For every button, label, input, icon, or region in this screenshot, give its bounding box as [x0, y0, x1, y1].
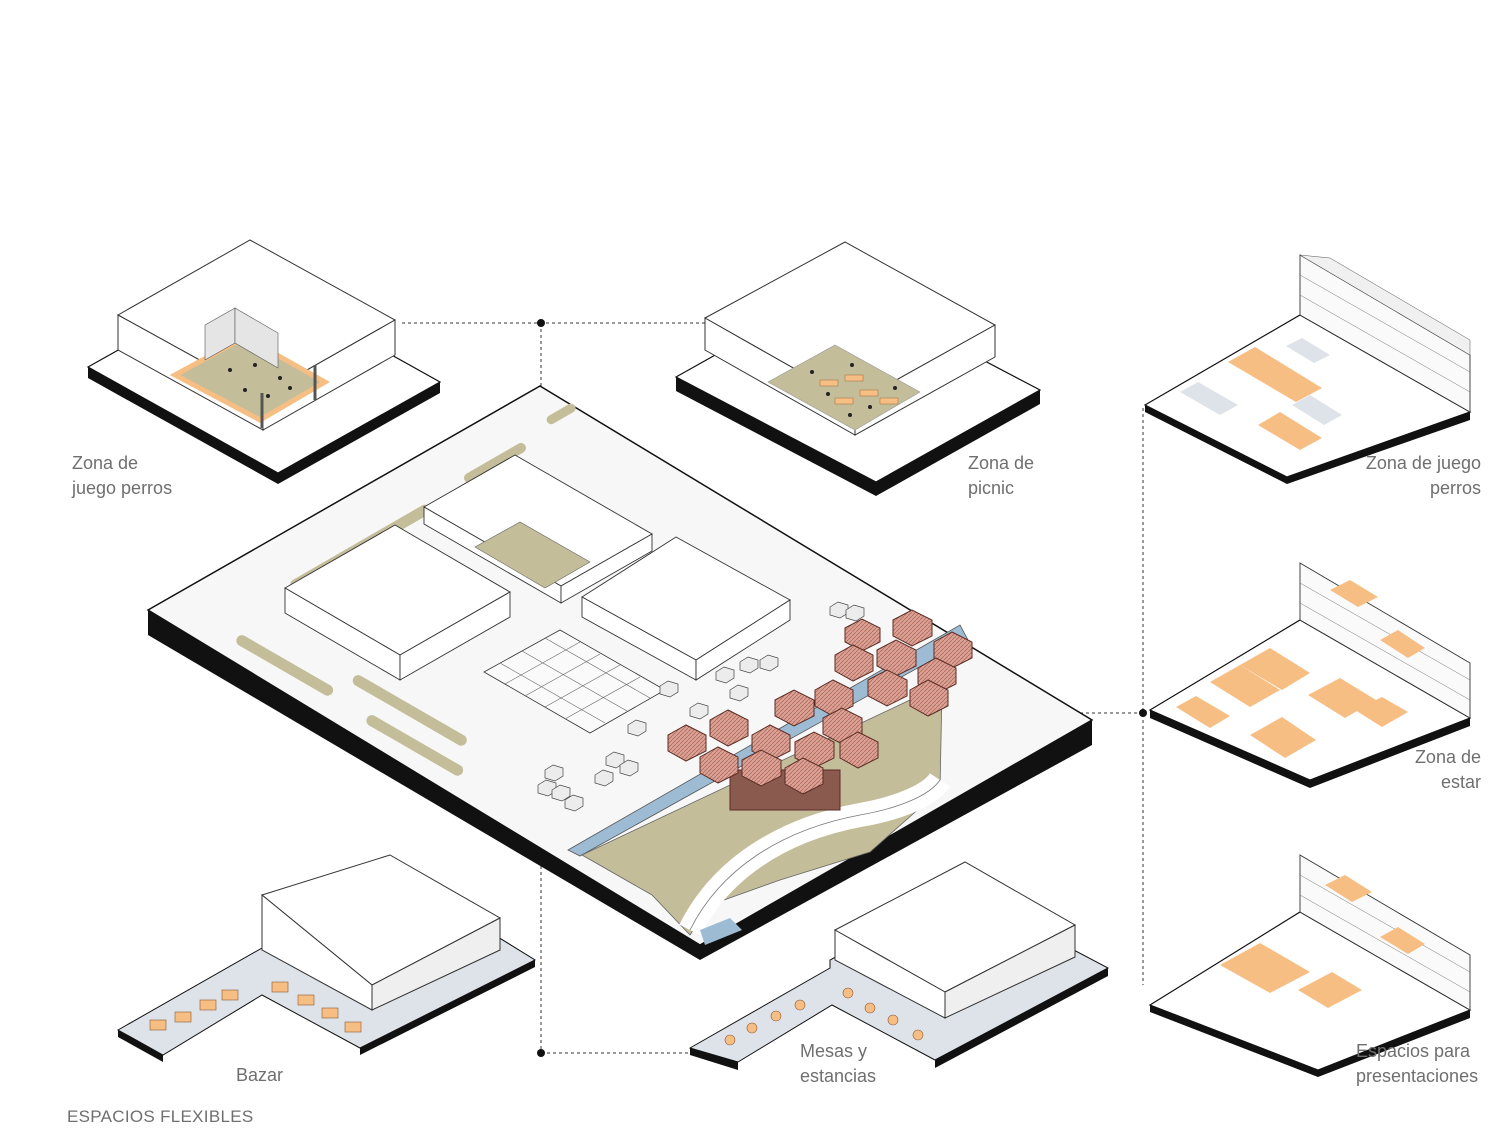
label-tables: Mesas y estancias	[800, 1039, 876, 1089]
dog-zone-left-model	[86, 239, 442, 484]
diagram-title: ESPACIOS FLEXIBLES	[67, 1107, 254, 1126]
label-presentations: Espacios para presentaciones	[1356, 1039, 1478, 1089]
picnic-model	[674, 241, 1042, 496]
pavilion-canopy	[667, 609, 973, 811]
label-rest-zone-line2: estar	[1440, 772, 1481, 792]
label-presentations-line2: presentaciones	[1356, 1066, 1479, 1086]
rest-zone-model	[1148, 562, 1472, 788]
label-rest-zone: Zona de estar	[1415, 745, 1481, 795]
label-dog-zone-left: Zona de juego perros	[72, 451, 172, 501]
tree-canopies	[537, 601, 865, 812]
tables-model	[688, 861, 1110, 1070]
label-dog-zone-left-line2: juego perros	[72, 478, 173, 498]
label-bazaar-line1: Bazar	[236, 1065, 284, 1085]
bazaar-model	[116, 854, 537, 1062]
label-picnic-line2: picnic	[968, 478, 1015, 498]
label-bazaar: Bazar	[236, 1063, 283, 1088]
label-picnic-line1: Zona de	[968, 453, 1035, 473]
label-tables-line2: estancias	[800, 1066, 877, 1086]
presentations-model	[1148, 854, 1472, 1077]
label-tables-line1: Mesas y	[800, 1041, 868, 1061]
dog-zone-right-model	[1143, 254, 1472, 484]
label-dog-zone-right: Zona de juego perros	[1366, 451, 1481, 501]
label-presentations-line1: Espacios para	[1356, 1041, 1471, 1061]
label-picnic: Zona de picnic	[968, 451, 1034, 501]
label-dog-zone-right-line2: perros	[1429, 478, 1481, 498]
label-dog-zone-left-line1: Zona de	[72, 453, 139, 473]
central-site-model	[146, 385, 1094, 960]
label-rest-zone-line1: Zona de	[1414, 747, 1481, 767]
label-dog-zone-right-line1: Zona de juego	[1365, 453, 1481, 473]
